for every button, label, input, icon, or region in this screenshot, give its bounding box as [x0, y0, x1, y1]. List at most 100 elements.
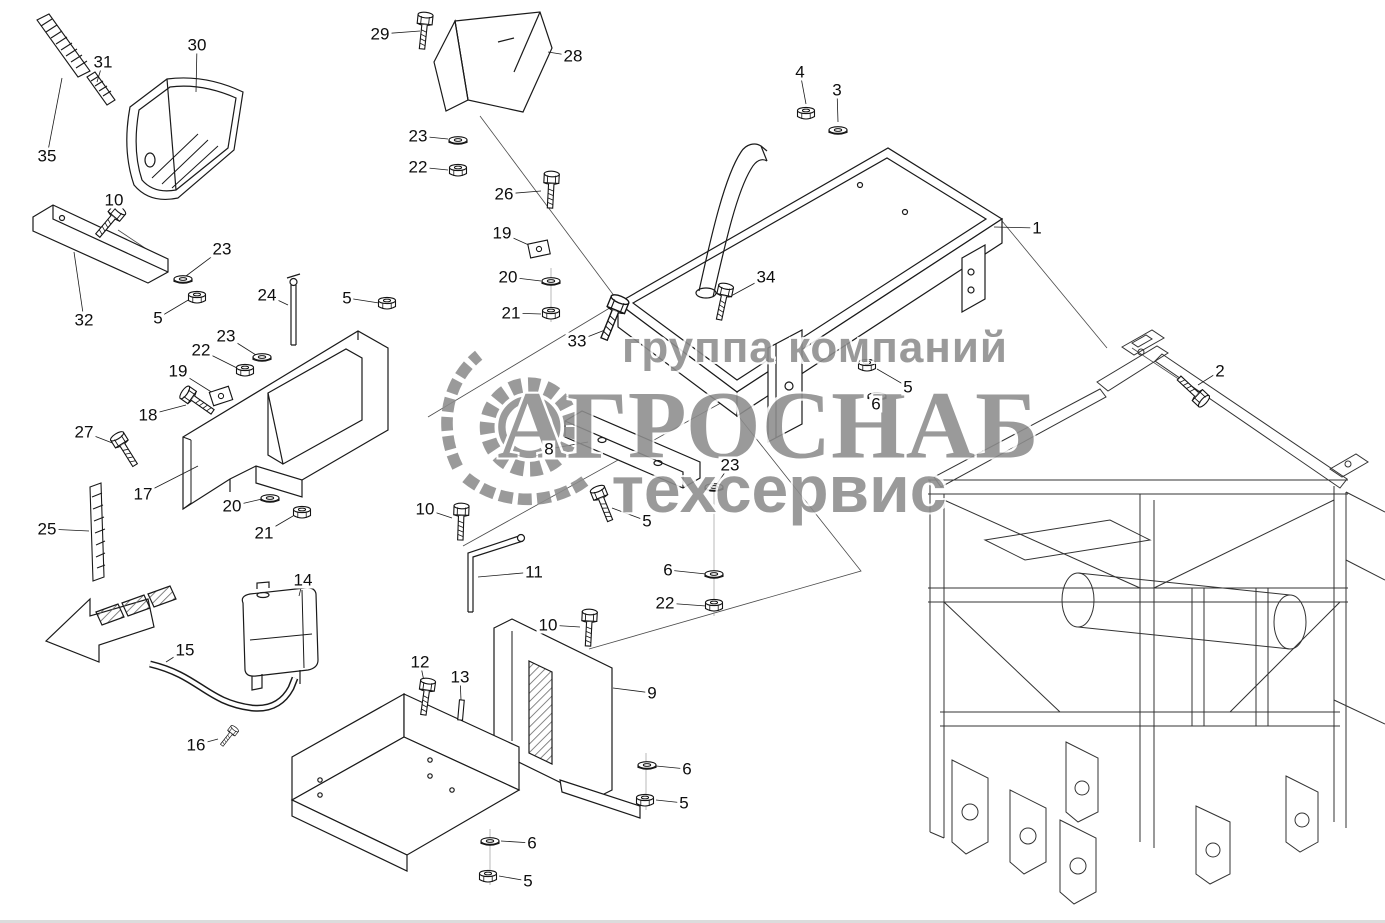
bolt-part-icon — [217, 724, 240, 749]
washer-part-icon — [448, 136, 468, 145]
callout-11: 11 — [523, 562, 545, 582]
washer-tank — [241, 581, 319, 691]
leader-line — [993, 226, 1038, 229]
callout-16: 16 — [184, 735, 208, 755]
callout-25: 25 — [35, 519, 59, 539]
callout-32: 32 — [72, 310, 96, 330]
callout-8: 8 — [542, 439, 556, 459]
callout-2: 2 — [1213, 361, 1227, 381]
nut-part-icon — [448, 163, 468, 177]
wheel-chock — [126, 77, 244, 201]
callout-12: 12 — [408, 652, 432, 672]
callout-22: 22 — [406, 157, 430, 177]
small-spring — [86, 71, 116, 106]
callout-34: 34 — [754, 267, 778, 287]
washer-part-icon — [704, 570, 724, 579]
hose — [149, 660, 299, 712]
callout-5: 5 — [901, 377, 915, 397]
clip-part-icon — [527, 239, 551, 259]
machine-frame — [928, 329, 1385, 905]
nut-part-icon — [704, 598, 724, 612]
callout-1: 1 — [1030, 218, 1044, 238]
washer-part-icon — [828, 126, 848, 135]
callout-5: 5 — [521, 871, 535, 891]
callout-15: 15 — [173, 640, 197, 660]
callout-21: 21 — [252, 523, 276, 543]
clip-part-icon — [208, 385, 234, 407]
callout-5: 5 — [151, 308, 165, 328]
callout-13: 13 — [448, 667, 472, 687]
nut-part-icon — [857, 358, 877, 372]
callout-6: 6 — [869, 394, 883, 414]
spring — [36, 13, 91, 78]
washer-part-icon — [480, 837, 500, 846]
bolt-part-icon — [1173, 372, 1212, 410]
page-bottom-edge — [0, 920, 1385, 923]
callout-10: 10 — [102, 190, 126, 210]
leader-line — [46, 77, 63, 157]
battery-box — [290, 618, 641, 872]
callout-21: 21 — [499, 303, 523, 323]
callout-33: 33 — [565, 331, 589, 351]
washer-part-icon — [704, 483, 724, 492]
nut-part-icon — [235, 363, 255, 377]
callout-19: 19 — [166, 361, 190, 381]
nut-part-icon — [796, 106, 816, 120]
callout-5: 5 — [340, 288, 354, 308]
callout-6: 6 — [680, 759, 694, 779]
pin-part-icon — [457, 699, 465, 721]
nut-part-icon — [187, 290, 207, 304]
callout-23: 23 — [406, 126, 430, 146]
nut-part-icon — [541, 306, 561, 320]
callout-20: 20 — [496, 267, 520, 287]
leader-line — [73, 251, 85, 321]
washer-part-icon — [252, 353, 272, 362]
callout-23: 23 — [210, 239, 234, 259]
rubber-strip — [89, 482, 106, 582]
callout-4: 4 — [793, 62, 807, 82]
callout-10: 10 — [413, 499, 437, 519]
footboard-tray — [616, 143, 1004, 443]
bolt-part-icon — [579, 608, 598, 647]
callout-29: 29 — [368, 24, 392, 44]
callout-35: 35 — [35, 146, 59, 166]
callout-30: 30 — [185, 35, 209, 55]
bolt-part-icon — [414, 10, 434, 51]
callout-5: 5 — [677, 793, 691, 813]
callout-17: 17 — [131, 484, 155, 504]
callout-27: 27 — [72, 422, 96, 442]
callout-5: 5 — [640, 511, 654, 531]
callout-18: 18 — [136, 405, 160, 425]
nut-part-icon — [478, 869, 498, 883]
washer-part-icon — [260, 494, 280, 503]
gas-strut — [286, 273, 301, 346]
bolt-part-icon — [588, 483, 618, 524]
angle-bracket — [564, 410, 701, 489]
callout-23: 23 — [718, 455, 742, 475]
callout-6: 6 — [661, 560, 675, 580]
side-panel — [182, 330, 389, 511]
callout-23: 23 — [214, 326, 238, 346]
callout-19: 19 — [490, 223, 514, 243]
callout-31: 31 — [91, 52, 115, 72]
washer-part-icon — [637, 761, 657, 770]
bolt-part-icon — [177, 384, 218, 419]
callout-9: 9 — [645, 683, 659, 703]
callout-24: 24 — [255, 285, 279, 305]
bolt-part-icon — [452, 502, 470, 541]
callout-20: 20 — [220, 496, 244, 516]
bolt-part-icon — [108, 429, 142, 470]
nut-part-icon — [292, 505, 312, 519]
callout-6: 6 — [525, 833, 539, 853]
callout-22: 22 — [653, 593, 677, 613]
direction-arrow — [44, 585, 177, 663]
washer-part-icon — [173, 275, 193, 284]
callout-3: 3 — [830, 80, 844, 100]
bent-rod — [467, 533, 526, 613]
callout-26: 26 — [492, 184, 516, 204]
nut-part-icon — [377, 296, 397, 310]
nut-part-icon — [635, 793, 655, 807]
callout-10: 10 — [536, 615, 560, 635]
